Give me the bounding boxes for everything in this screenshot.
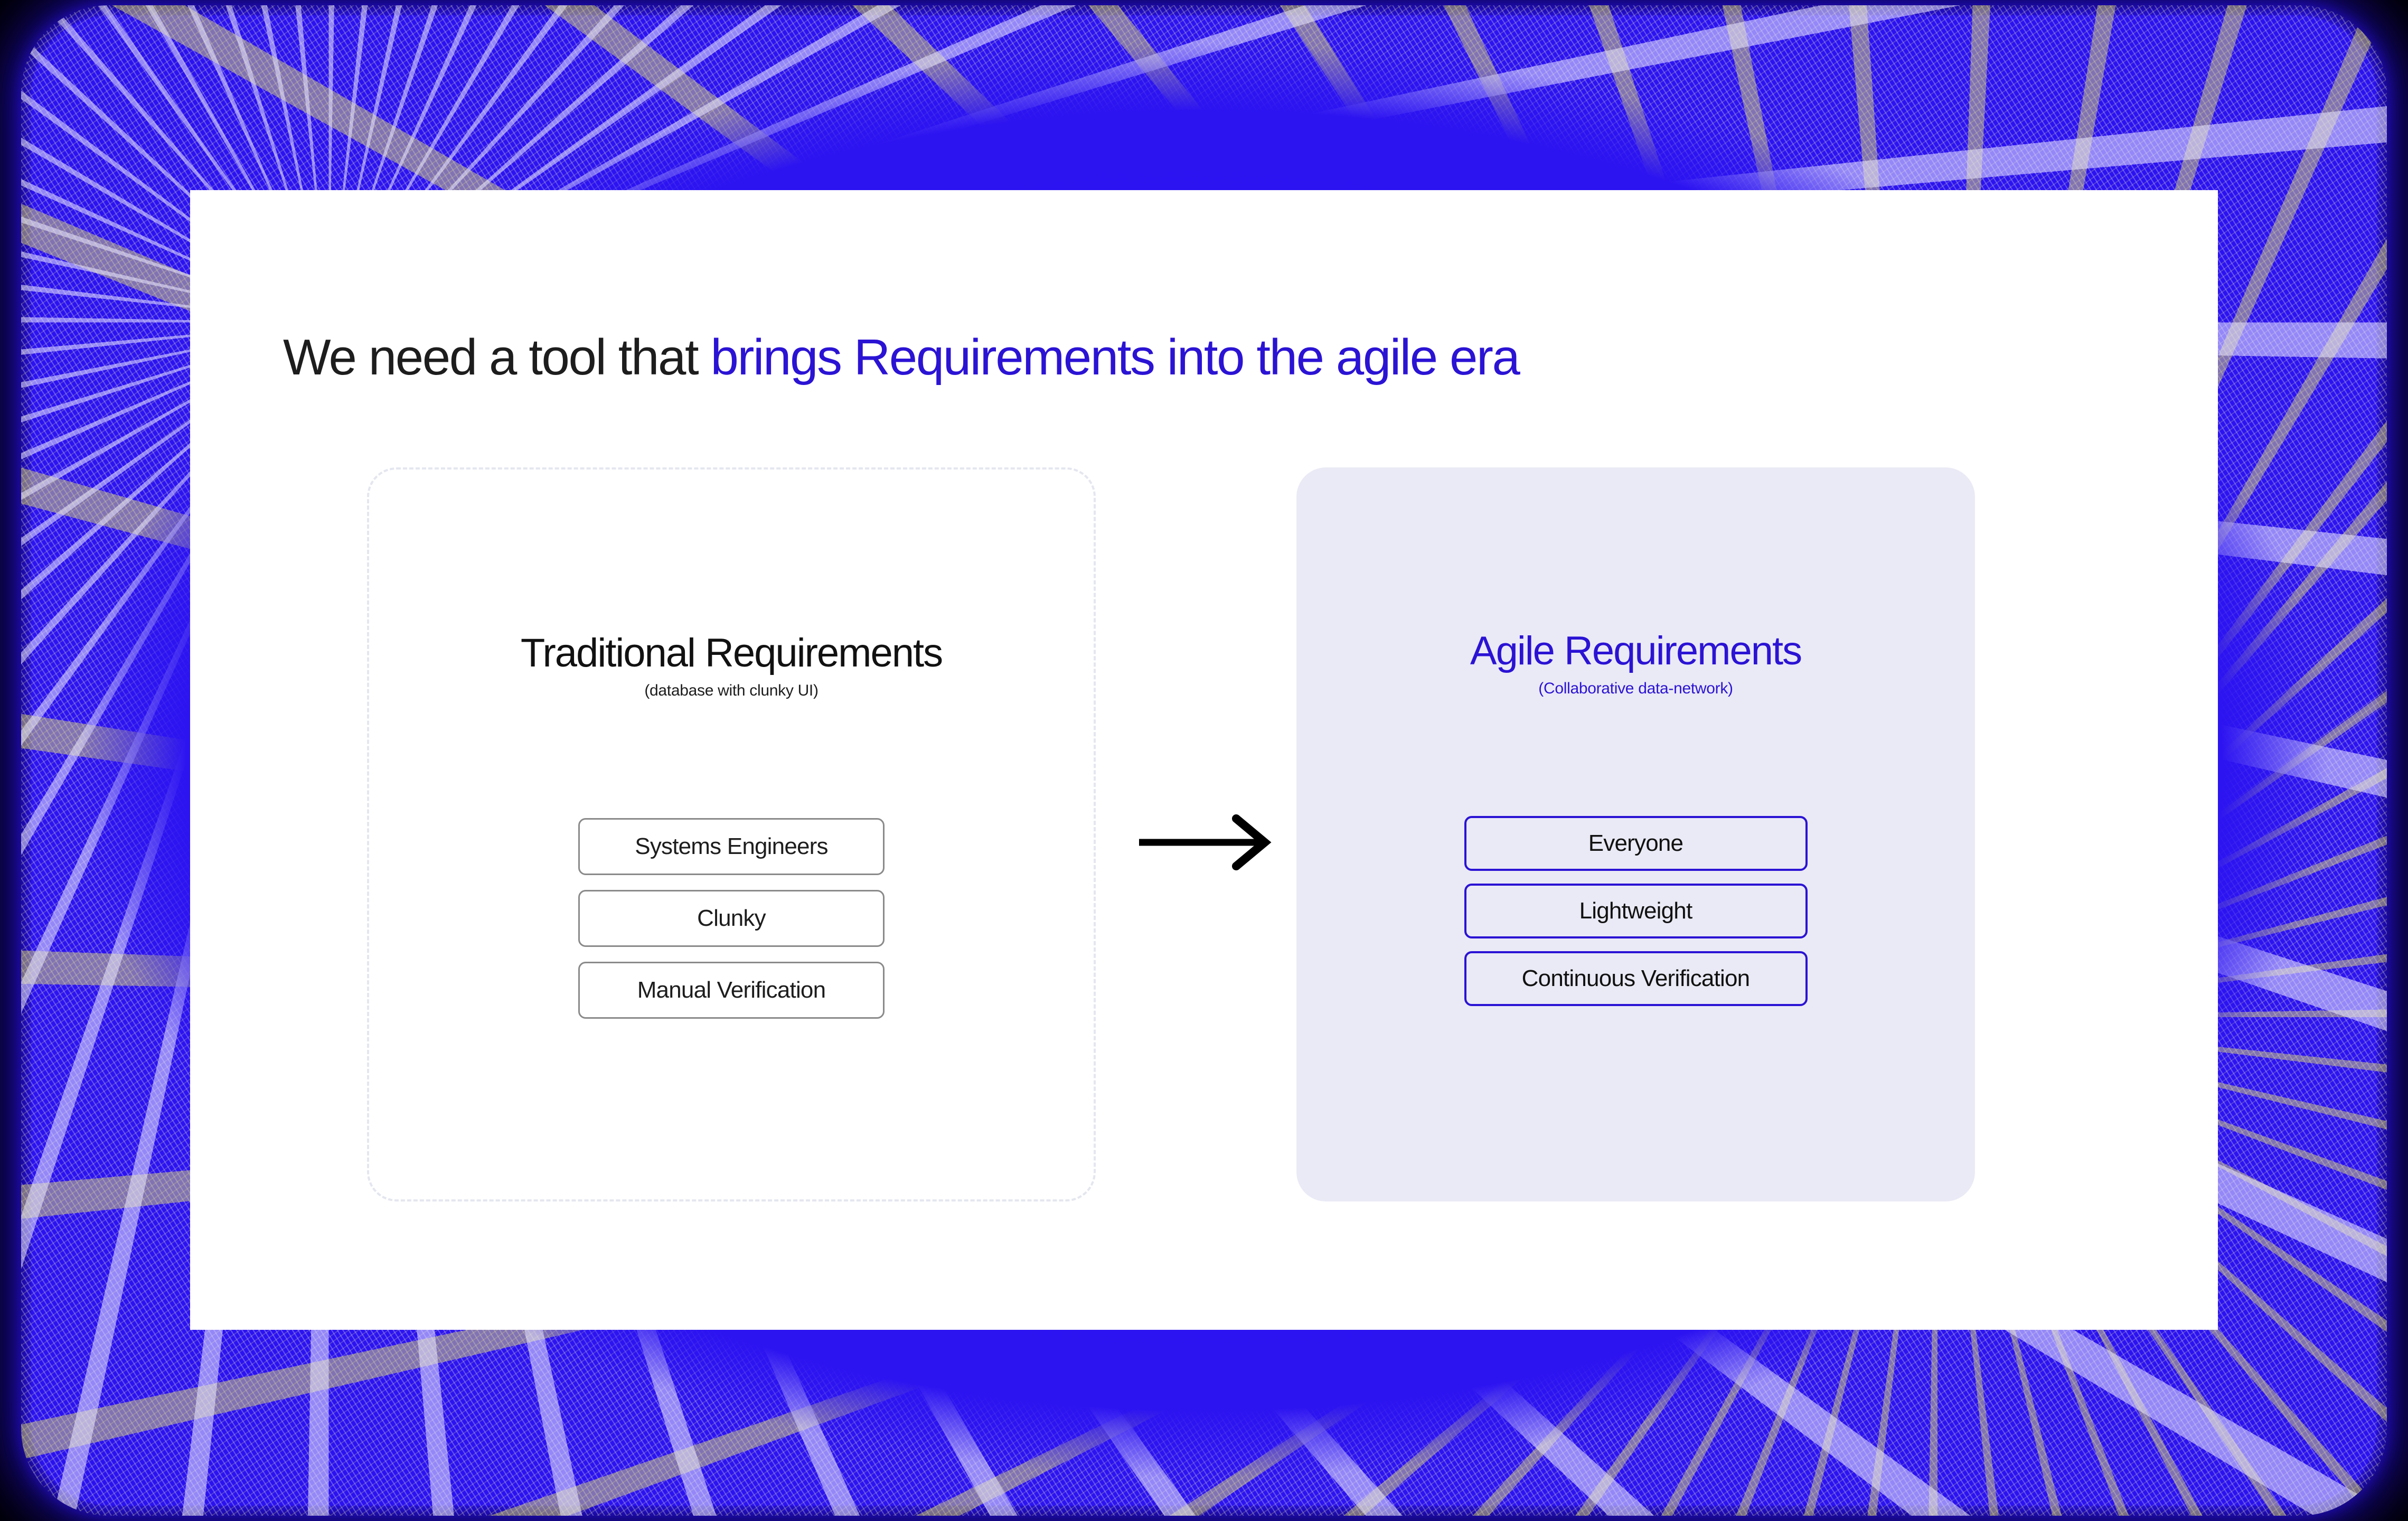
panel-agile-header: Agile Requirements (Collaborative data-n…	[1296, 628, 1975, 698]
panel-traditional-requirements: Traditional Requirements (database with …	[367, 467, 1096, 1201]
panel-agile-requirements: Agile Requirements (Collaborative data-n…	[1296, 467, 1975, 1201]
chip-systems-engineers[interactable]: Systems Engineers	[578, 818, 885, 875]
chip-manual-verification[interactable]: Manual Verification	[578, 962, 885, 1019]
panel-traditional-chip-list: Systems Engineers Clunky Manual Verifica…	[369, 818, 1094, 1019]
page-title-highlight: brings Requirements into the agile era	[710, 329, 1520, 386]
chip-lightweight[interactable]: Lightweight	[1464, 884, 1808, 938]
chip-everyone[interactable]: Everyone	[1464, 816, 1808, 871]
page-title-lead: We need a tool that	[283, 329, 711, 386]
slide-canvas: We need a tool that brings Requirements …	[190, 190, 2218, 1330]
comparison-section: Traditional Requirements (database with …	[190, 190, 2218, 1330]
panel-agile-subtitle: (Collaborative data-network)	[1538, 680, 1733, 697]
panel-agile-title: Agile Requirements	[1470, 628, 1802, 673]
chip-continuous-verification[interactable]: Continuous Verification	[1464, 951, 1808, 1006]
panel-agile-chip-list: Everyone Lightweight Continuous Verifica…	[1296, 816, 1975, 1006]
chip-clunky[interactable]: Clunky	[578, 890, 885, 947]
arrow-right-icon	[1138, 813, 1275, 871]
panel-traditional-title: Traditional Requirements	[520, 631, 943, 675]
panel-traditional-subtitle: (database with clunky UI)	[644, 682, 819, 699]
page-title: We need a tool that brings Requirements …	[283, 329, 1520, 386]
panel-traditional-header: Traditional Requirements (database with …	[369, 631, 1094, 700]
